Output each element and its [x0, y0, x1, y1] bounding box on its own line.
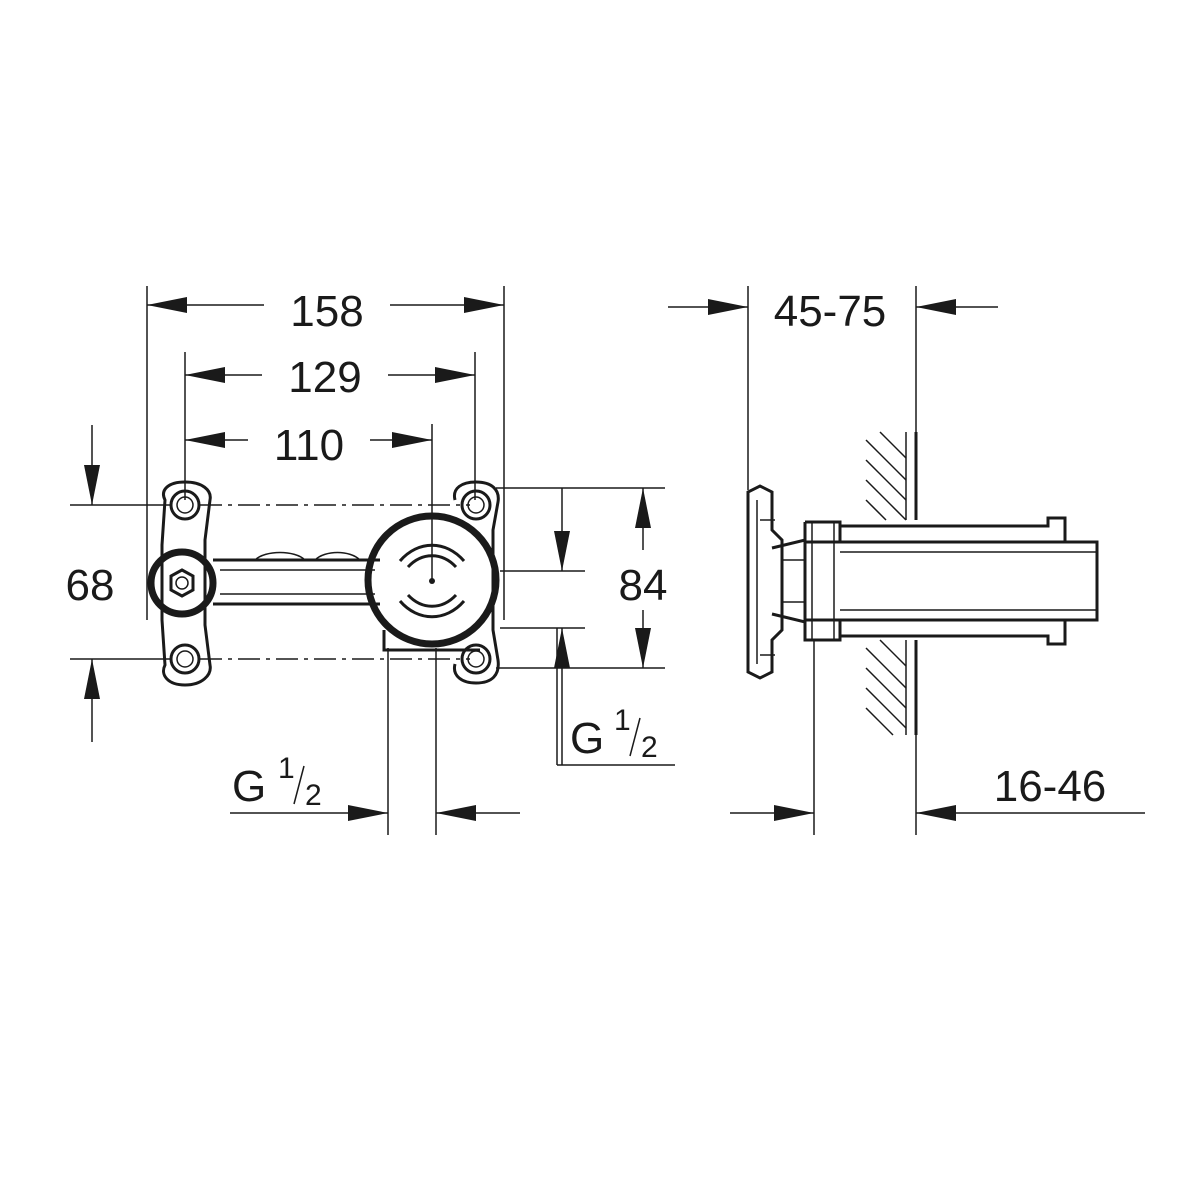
dim-to-centre-label: 110	[274, 421, 344, 470]
dimension-outer-holes: 129	[185, 353, 475, 402]
dimension-to-centre: 110	[185, 421, 432, 470]
side-view: 45-75 16-46	[668, 286, 1145, 835]
dim-overall-width-label: 158	[290, 287, 363, 336]
dimension-height-left: 68	[66, 425, 115, 742]
mounting-body	[147, 480, 500, 687]
thread-bottom-g: G	[232, 762, 266, 811]
dimension-projection: 16-46	[730, 762, 1145, 821]
centre-lines	[200, 504, 470, 660]
dim-height-right-label: 84	[619, 561, 668, 610]
side-extension-lines	[747, 286, 917, 835]
dim-projection-label: 16-46	[994, 762, 1107, 811]
dim-outer-holes-label: 129	[288, 353, 361, 402]
thread-right-g: G	[570, 714, 604, 763]
extension-lines	[70, 286, 675, 766]
dimension-thread-right: G 1 2	[554, 488, 658, 765]
dimension-overall-width: 158	[147, 287, 504, 336]
thread-bottom-denominator: 2	[305, 779, 322, 812]
dimension-height-right: 84	[619, 488, 668, 668]
dim-height-left-label: 68	[66, 561, 115, 610]
front-view: 158 129 110 68 84	[66, 286, 675, 835]
thread-right-numerator: 1	[614, 704, 631, 737]
dimension-thread-bottom: G 1 2	[230, 648, 520, 835]
thread-right-denominator: 2	[641, 731, 658, 764]
side-body	[746, 484, 1099, 680]
thread-bottom-numerator: 1	[278, 752, 295, 785]
wall-section	[865, 431, 918, 736]
dimension-wall-depth: 45-75	[668, 287, 998, 336]
dim-wall-depth-label: 45-75	[774, 287, 887, 336]
